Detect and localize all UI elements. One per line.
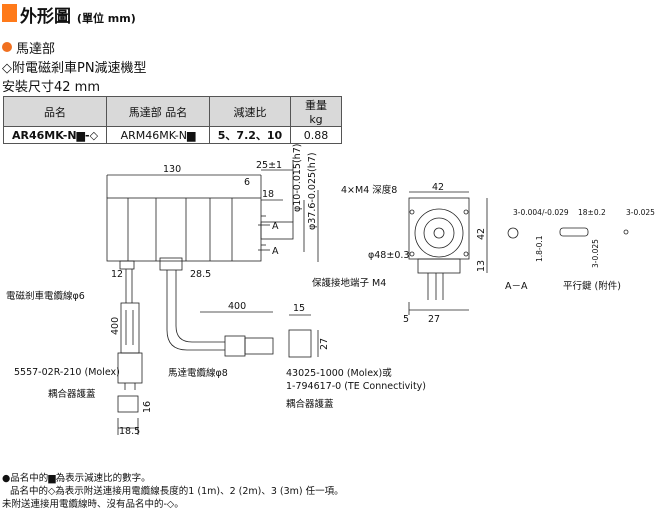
note-line: 品名中的◇為表示附送連接用電纜線長度的1 (1m)、2 (2m)、3 (3m) …	[10, 486, 344, 497]
cell-ratio: 5、7.2、10	[209, 126, 291, 144]
section-bullet	[2, 42, 12, 52]
key-dim-3c: 3-0.025	[591, 239, 600, 268]
motor-heading: 馬達部	[16, 42, 56, 57]
spec-table: 品名 馬達部 品名 減速比 重量 kg AR46MK-N▆-◇ ARM46MK-…	[3, 96, 342, 144]
brake-cable-label: 電磁剎車電纜線φ6	[6, 290, 85, 302]
key-dim-18: 18±0.2	[578, 208, 606, 217]
pilot-circle	[414, 208, 464, 258]
dim-27-front: 27	[428, 314, 440, 325]
key-dim-3b: 3-0.025	[626, 208, 655, 217]
dim-18-5: 18.5	[119, 426, 140, 437]
dim-6: 6	[244, 177, 250, 188]
ground-terminal-label: 保護接地端子 M4	[312, 277, 386, 289]
output-shaft	[260, 221, 294, 240]
parallel-key-label: 平行鍵 (附件)	[563, 280, 621, 292]
key-dim-3a: 3-0.004/-0.029	[513, 208, 569, 217]
section-aa-label: A－A	[505, 281, 528, 292]
table-row: AR46MK-N▆-◇ ARM46MK-N▆ 5、7.2、10 0.88	[3, 126, 342, 144]
dim-27-connector: 27	[319, 338, 330, 350]
mount-size: 安裝尺寸42 mm	[2, 80, 101, 95]
dim-phi10: φ10-0.015(h7)	[292, 144, 303, 212]
note-line: ●品名中的▆為表示減速比的數字。	[2, 473, 151, 484]
note-line: 未附送連接用電纜線時、沒有品名中的-◇。	[2, 499, 184, 510]
front-flange	[408, 197, 470, 260]
motor-cable-label: 馬達電纜線φ8	[168, 367, 228, 379]
connector-cover-left: 耦合器護蓋	[48, 388, 96, 400]
connector-cover-right: 耦合器護蓋	[286, 398, 334, 410]
dim-28-5: 28.5	[190, 269, 211, 280]
cell-motor: ARM46MK-N▆	[106, 126, 210, 144]
te-connectivity-label: 1-794617-0 (TE Connectivity)	[286, 381, 426, 392]
dim-phi48: φ48±0.3	[368, 250, 409, 261]
cell-product: AR46MK-N▆-◇	[3, 126, 107, 144]
dim-42-top: 42	[432, 182, 444, 193]
footnotes: ●品名中的▆為表示減速比的數字。 品名中的◇為表示附送連接用電纜線長度的1 (1…	[2, 472, 642, 511]
table-header-row: 品名 馬達部 品名 減速比 重量 kg	[3, 96, 342, 127]
dim-15: 15	[293, 303, 305, 314]
dim-phi37: φ37.6-0.025(h7)	[307, 152, 318, 230]
model-heading: ◇附電磁剎車PN減速機型	[2, 61, 147, 76]
dim-400-left: 400	[110, 317, 121, 335]
title-marker	[2, 4, 17, 22]
dim-16: 16	[142, 401, 153, 413]
page-title: 外形圖 (單位 mm)	[20, 7, 136, 27]
dim-130: 130	[163, 164, 181, 175]
key-dim-1-8: 1.8-0.1	[535, 235, 544, 262]
unit-label: (單位 mm)	[76, 12, 136, 25]
cell-weight: 0.88	[290, 126, 342, 144]
motor-body	[106, 197, 262, 262]
dim-400-top: 400	[228, 301, 246, 312]
dim-12: 12	[111, 269, 123, 280]
section-mark-a: A	[272, 246, 279, 257]
dim-18: 18	[262, 189, 274, 200]
col-header: 減速比	[209, 96, 291, 127]
dim-13: 13	[476, 260, 487, 272]
holes-label: 4×M4 深度8	[341, 184, 397, 196]
molex-left-label: 5557-02R-210 (Molex)	[14, 367, 120, 378]
dim-42-side: 42	[476, 228, 487, 240]
section-mark-a: A	[272, 221, 279, 232]
molex-right-label: 43025-1000 (Molex)或	[286, 367, 392, 379]
dim-5: 5	[403, 314, 409, 325]
col-header: 重量 kg	[290, 96, 342, 127]
dim-25: 25±1	[256, 160, 282, 171]
